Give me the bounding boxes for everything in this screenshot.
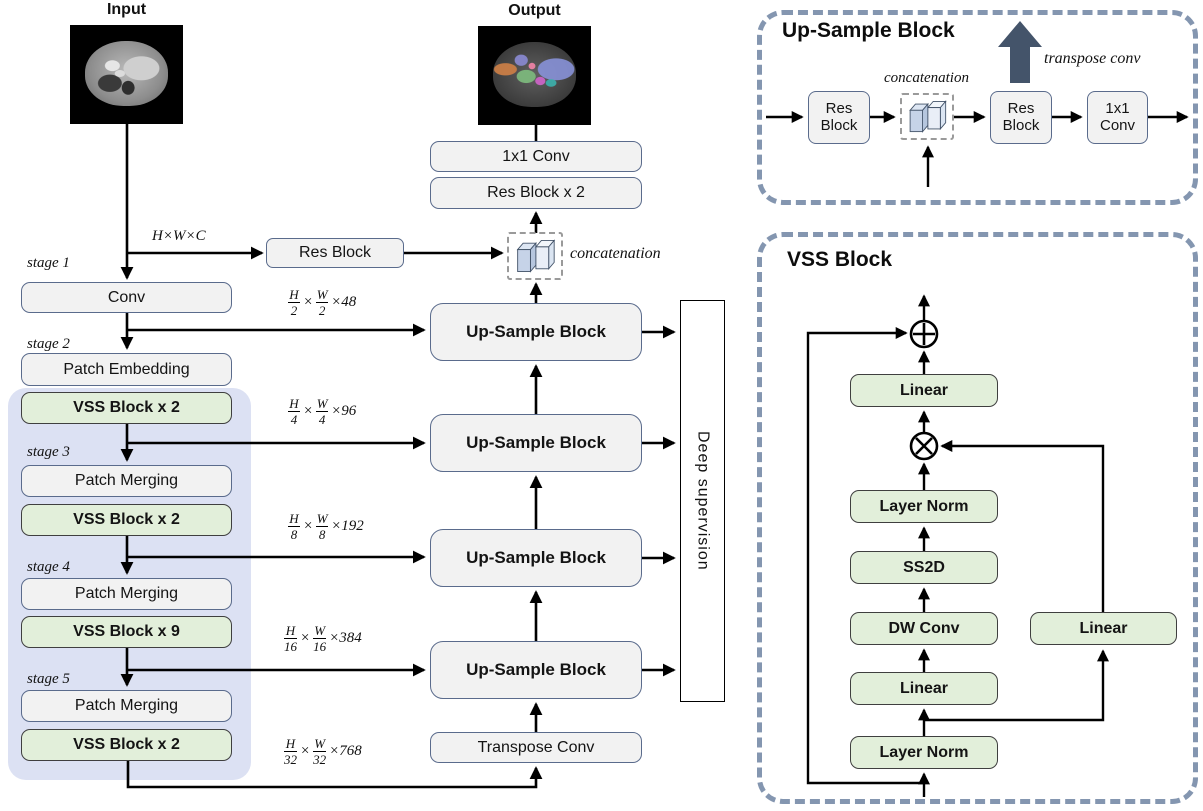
concatenation-icon (516, 239, 556, 273)
conv-line2: Conv (1099, 116, 1136, 134)
vss-layer-norm-upper: Layer Norm (850, 490, 998, 523)
upsample-block-4: Up-Sample Block (430, 641, 642, 699)
vss-panel-title: VSS Block (787, 248, 893, 271)
vss-linear-lower: Linear (850, 672, 998, 705)
res-line2: Block (820, 116, 858, 134)
output-image (478, 26, 591, 125)
transpose-conv-box: Transpose Conv (430, 732, 642, 763)
input-image (70, 25, 183, 124)
upsample-block-3: Up-Sample Block (430, 529, 642, 587)
res-line2: Block (1002, 116, 1040, 134)
stage-label-5: stage 5 (27, 671, 70, 687)
concatenation-label: concatenation (570, 245, 661, 262)
tensor-dims-label: H×W×C (152, 228, 206, 244)
output-label: Output (508, 2, 561, 19)
vss-block-x2-stage3: VSS Block x 2 (21, 504, 232, 536)
patch-merging-stage3: Patch Merging (21, 465, 232, 497)
conv-line1: 1x1 (1105, 100, 1130, 117)
vss-linear-top: Linear (850, 374, 998, 407)
stage-label-4: stage 4 (27, 559, 70, 575)
res-line1: Res (1007, 100, 1035, 117)
vss-dw-conv: DW Conv (850, 612, 998, 645)
res-block-box: Res Block (266, 238, 404, 268)
transpose-conv-annotation: transpose conv (1044, 50, 1141, 67)
vss-layer-norm-bottom: Layer Norm (850, 736, 998, 769)
vss-block-x2-stage2: VSS Block x 2 (21, 392, 232, 424)
res-line1: Res (825, 100, 853, 117)
conv-1x1-box: 1x1 Conv (430, 141, 642, 172)
output-mri-body (492, 41, 577, 108)
upsample-concat-cube-frame (900, 93, 954, 140)
stage-label-2: stage 2 (27, 336, 70, 352)
vss-linear-right: Linear (1030, 612, 1177, 645)
upsample-1x1-conv-box: 1x1 Conv (1087, 91, 1148, 144)
input-label: Input (106, 1, 147, 18)
stage-label-3: stage 3 (27, 444, 70, 460)
upsample-concatenation-icon (909, 100, 947, 133)
upsample-block-2: Up-Sample Block (430, 414, 642, 472)
vss-block-x2-stage5: VSS Block x 2 (21, 729, 232, 761)
deep-supervision-label: Deep supervision (694, 431, 712, 571)
upsample-panel-title: Up-Sample Block (782, 19, 955, 42)
patch-merging-stage4: Patch Merging (21, 578, 232, 610)
patch-embedding-box: Patch Embedding (21, 353, 232, 386)
stage-label-1: stage 1 (27, 255, 70, 271)
res-block-x2-box: Res Block x 2 (430, 177, 642, 209)
patch-merging-stage5: Patch Merging (21, 690, 232, 722)
deep-supervision-box: Deep supervision (680, 300, 725, 702)
upsample-block-panel (757, 10, 1198, 205)
upsample-concatenation-label: concatenation (884, 70, 969, 86)
input-mri-body (84, 40, 169, 107)
upsample-res-block-2: Res Block (990, 91, 1052, 144)
vss-block-x9-stage4: VSS Block x 9 (21, 616, 232, 648)
vss-block-panel (757, 232, 1198, 804)
conv-box: Conv (21, 282, 232, 313)
upsample-res-block-1: Res Block (808, 91, 870, 144)
concatenation-cube-frame (507, 232, 563, 280)
vss-ss2d: SS2D (850, 551, 998, 584)
transpose-conv-arrow-icon (998, 21, 1042, 89)
upsample-block-1: Up-Sample Block (430, 303, 642, 361)
